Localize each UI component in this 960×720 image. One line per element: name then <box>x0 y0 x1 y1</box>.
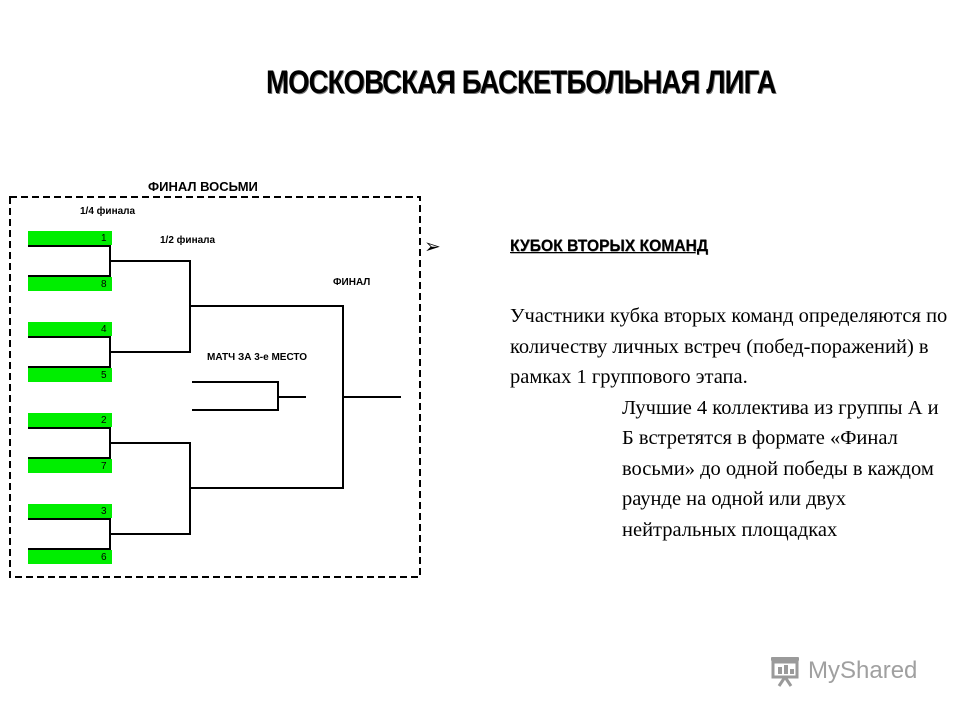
seed-slot <box>28 277 112 291</box>
semi-final-label: 1/2 финала <box>160 234 216 246</box>
seed-number: 8 <box>101 279 107 290</box>
bracket-lines <box>28 245 401 550</box>
watermark: MyShared <box>768 655 917 687</box>
seed-number: 6 <box>101 552 107 563</box>
third-place-label: МАТЧ ЗА 3-е МЕСТО <box>207 352 307 363</box>
seed-number: 7 <box>101 461 107 472</box>
seed-number: 5 <box>101 370 107 381</box>
seed-slot <box>28 459 112 473</box>
seed-slot <box>28 550 112 564</box>
seed-slot <box>28 322 112 336</box>
seed-slot <box>28 413 112 427</box>
cup-heading: КУБОК ВТОРЫХ КОМАНД <box>510 236 708 255</box>
cup-paragraph-1: Участники кубка вторых команд определяют… <box>510 305 948 388</box>
seed-slot <box>28 368 112 382</box>
bracket-box-title: ФИНАЛ ВОСЬМИ <box>148 179 258 194</box>
seed-slot <box>28 504 112 518</box>
seed-number: 3 <box>101 506 107 517</box>
seed-number: 4 <box>101 324 107 335</box>
seed-slot <box>28 231 112 245</box>
final-label: ФИНАЛ <box>333 277 370 288</box>
cup-description: Участники кубка вторых команд определяют… <box>510 301 950 545</box>
seed-number: 1 <box>101 233 107 244</box>
page-title: МОСКОВСКАЯ БАСКЕТБОЛЬНАЯ ЛИГА <box>266 64 776 100</box>
watermark-text: MyShared <box>808 657 918 684</box>
seed-slots <box>28 231 112 564</box>
cup-paragraph-2: Лучшие 4 коллектива из группы А и Б встр… <box>622 396 939 541</box>
arrow-bullet-icon: ➢ <box>424 236 441 258</box>
presentation-board-icon <box>771 657 799 687</box>
bracket-diagram: ФИНАЛ ВОСЬМИ 1/4 финала 1/2 финала ФИНАЛ… <box>9 179 421 578</box>
bracket-frame <box>9 196 421 578</box>
seed-number: 2 <box>101 415 107 426</box>
quarter-final-label: 1/4 финала <box>80 205 136 217</box>
